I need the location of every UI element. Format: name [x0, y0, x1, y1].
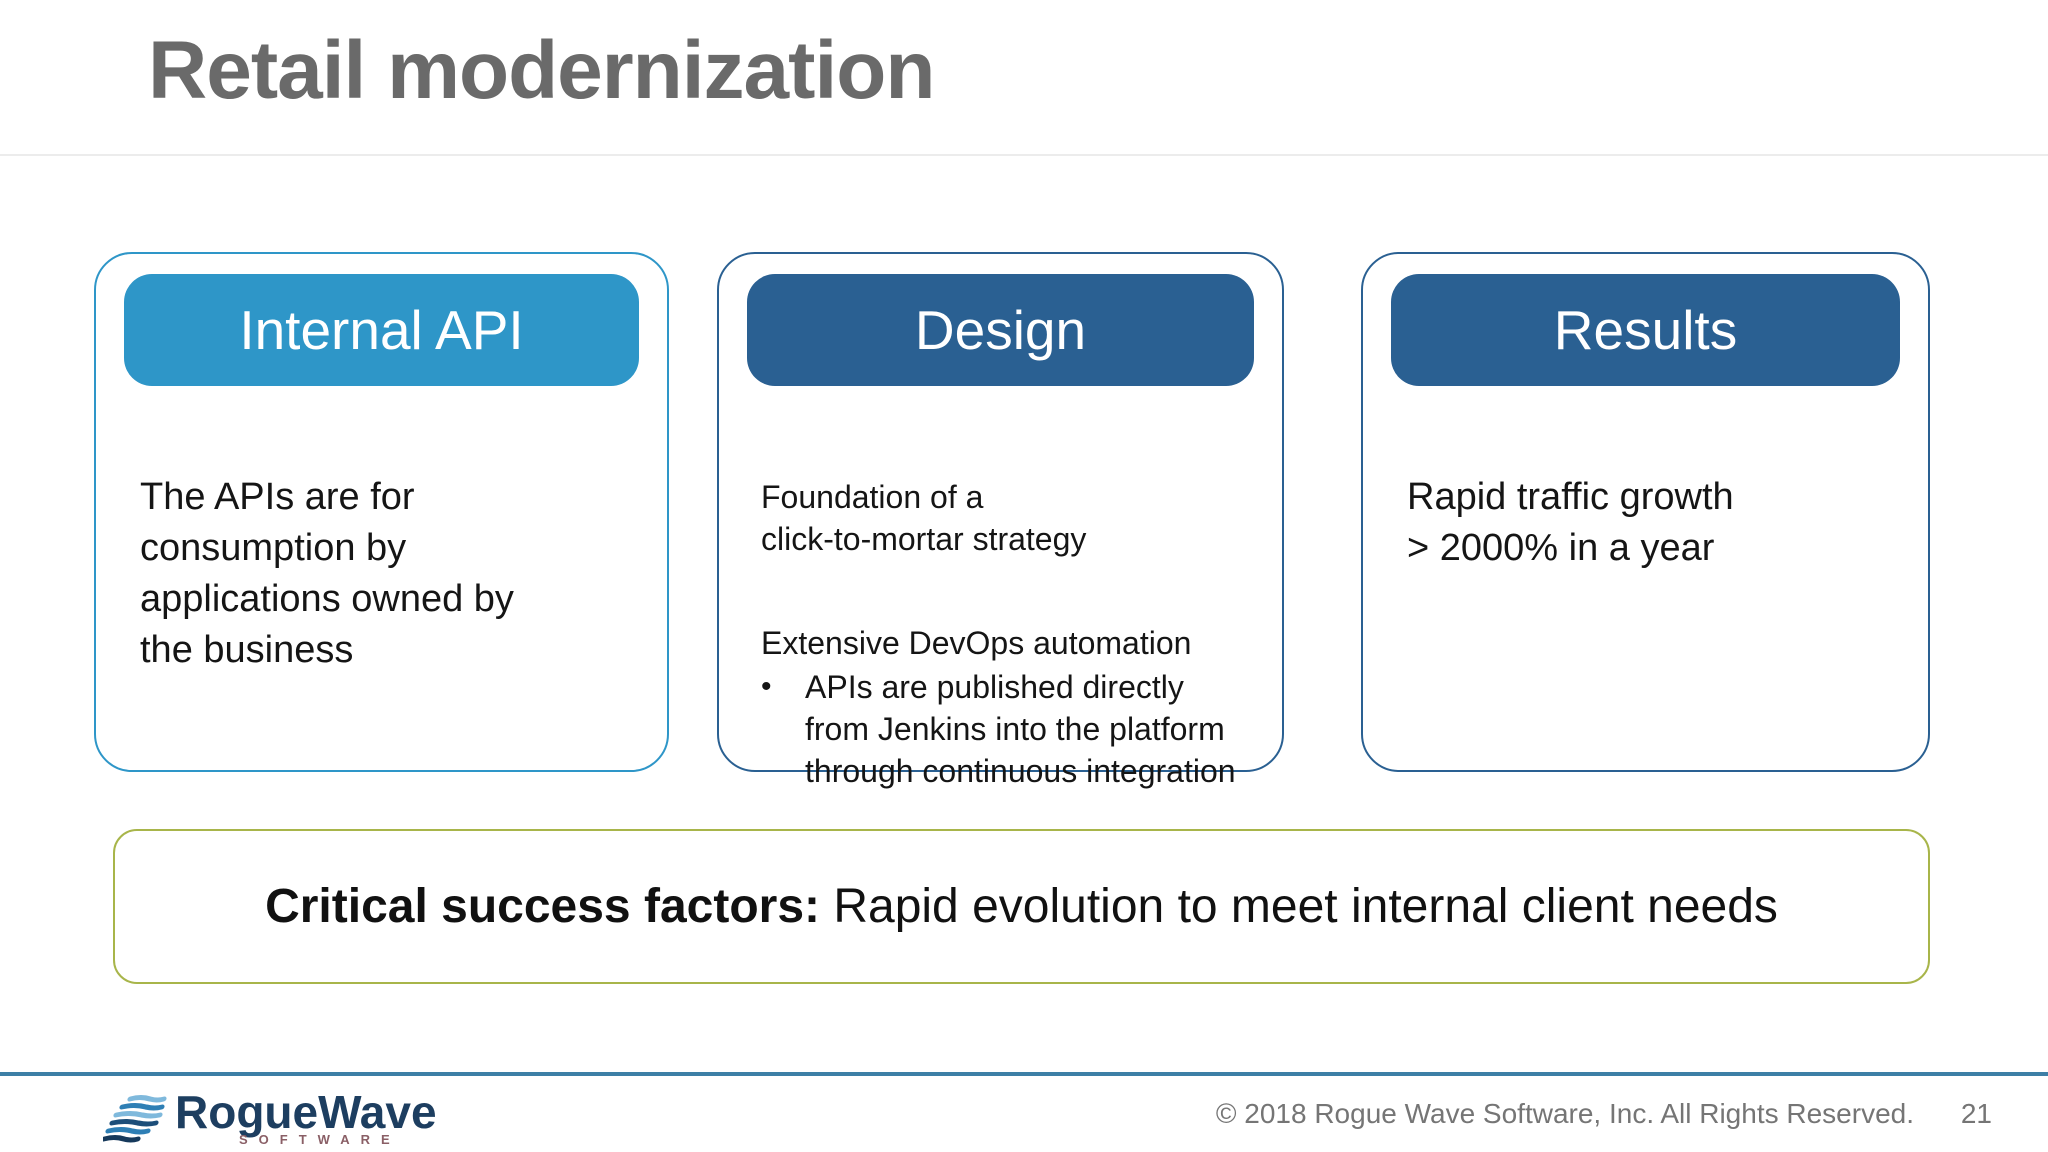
title-divider: [0, 154, 2048, 156]
card-results-body: Rapid traffic growth > 2000% in a year: [1407, 476, 1734, 569]
card-results-header: Results: [1391, 274, 1900, 386]
critical-success-banner: Critical success factors: Rapid evolutio…: [113, 829, 1930, 984]
banner-rest: Rapid evolution to meet internal client …: [820, 880, 1778, 933]
design-intro-text: Foundation of a click-to-mortar strategy: [761, 479, 1087, 557]
card-internal-api-body: The APIs are for consumption by applicat…: [140, 476, 514, 671]
design-bullet-item: • APIs are published directly from Jenki…: [761, 666, 1258, 792]
card-internal-api-header: Internal API: [124, 274, 639, 386]
page-number: 21: [1960, 1098, 1992, 1129]
roguewave-logo: RogueWave SOFTWARE: [103, 1088, 437, 1147]
banner-text: Critical success factors: Rapid evolutio…: [265, 879, 1778, 934]
card-design-body: Foundation of a click-to-mortar strategy…: [761, 476, 1258, 792]
slide-title: Retail modernization: [148, 25, 935, 116]
wave-lines-icon: [103, 1095, 167, 1143]
copyright-text: © 2018 Rogue Wave Software, Inc. All Rig…: [1215, 1098, 1914, 1129]
footer-divider: [0, 1072, 2048, 1076]
card-design-header: Design: [747, 274, 1254, 386]
banner-lead-bold: Critical success factors:: [265, 880, 820, 933]
card-results: Results Rapid traffic growth > 2000% in …: [1361, 252, 1930, 772]
bullet-dot-icon: •: [761, 670, 772, 703]
logo-subtitle: SOFTWARE: [239, 1132, 401, 1147]
card-design: Design Foundation of a click-to-mortar s…: [717, 252, 1284, 789]
logo-text: RogueWave SOFTWARE: [175, 1088, 437, 1147]
card-internal-api: Internal API The APIs are for consumptio…: [94, 252, 669, 772]
design-bullet-text: APIs are published directly from Jenkins…: [805, 669, 1236, 789]
design-subheading-text: Extensive DevOps automation: [761, 625, 1192, 661]
logo-wordmark: RogueWave: [175, 1086, 437, 1138]
